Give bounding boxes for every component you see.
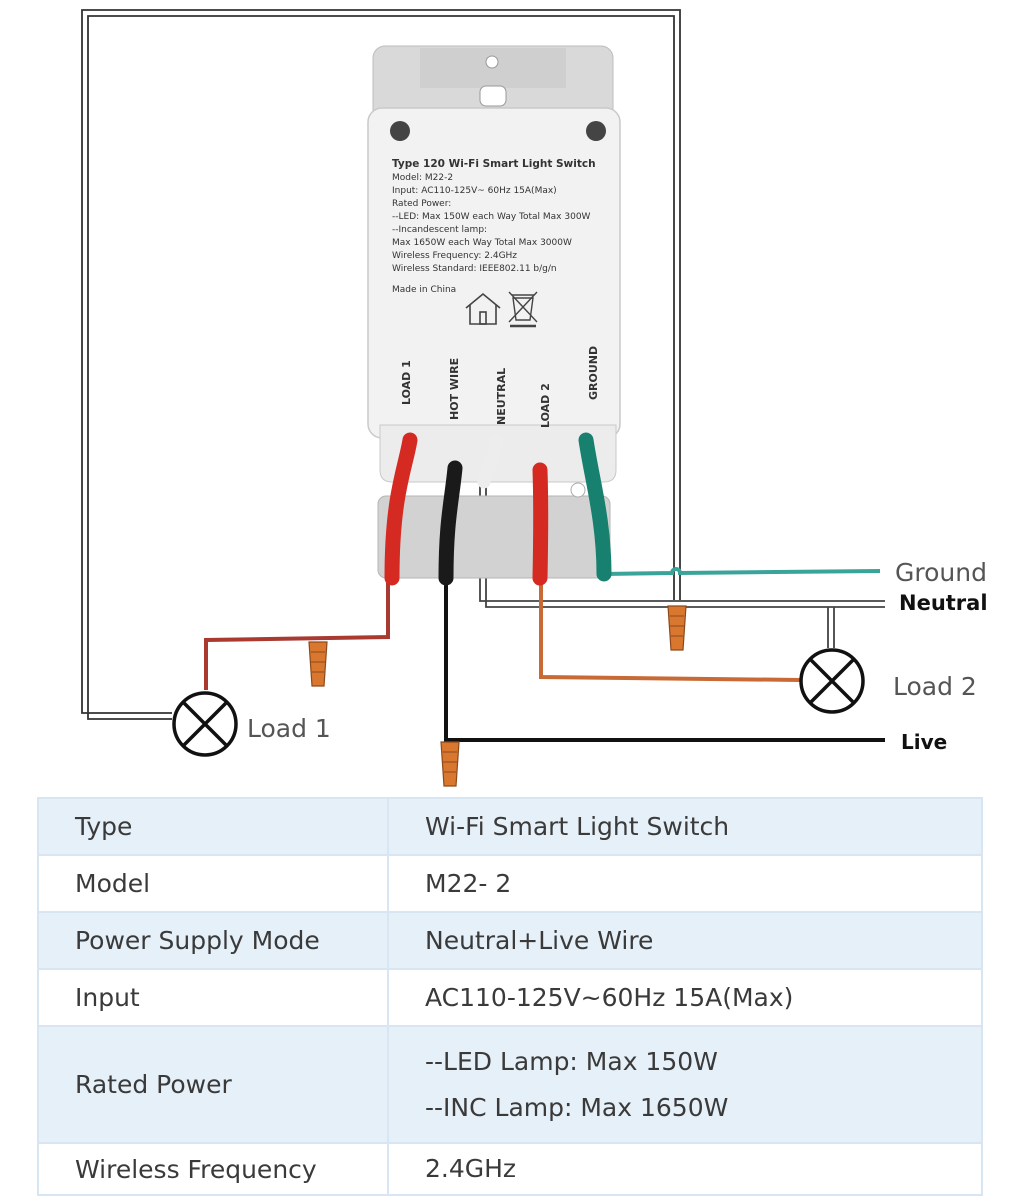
table-row: Type Wi-Fi Smart Light Switch xyxy=(37,797,983,856)
device-label-line: Input: AC110-125V~ 60Hz 15A(Max) xyxy=(392,186,557,196)
device-label-title: Type 120 Wi-Fi Smart Light Switch xyxy=(392,158,596,170)
ground-label: Ground xyxy=(895,558,987,587)
load1-label: Load 1 xyxy=(247,714,331,743)
load1-wire xyxy=(204,578,390,690)
terminal-load1-label: LOAD 1 xyxy=(400,360,413,405)
weee-bin-icon xyxy=(508,291,538,328)
live-wire xyxy=(444,578,885,742)
spec-label: Type xyxy=(37,797,389,856)
device-label-line: --LED: Max 150W each Way Total Max 300W xyxy=(392,212,591,222)
device-label-line: Wireless Frequency: 2.4GHz xyxy=(392,251,517,261)
spec-label: Rated Power xyxy=(37,1025,389,1144)
table-row: Wireless Frequency 2.4GHz xyxy=(37,1142,983,1196)
table-row: Model M22- 2 xyxy=(37,854,983,913)
spec-value: Wi-Fi Smart Light Switch xyxy=(387,797,983,856)
lead-ground xyxy=(578,432,612,582)
load1-lamp-icon xyxy=(172,691,238,757)
spec-table: Type Wi-Fi Smart Light Switch Model M22-… xyxy=(37,797,983,1196)
wiring-diagram: Ground Neutral Load 2 Live Load 1 Type 1… xyxy=(81,9,988,787)
terminal-hot-wire-label: HOT WIRE xyxy=(448,358,461,420)
wire-nut-load1 xyxy=(308,641,328,687)
lead-neutral xyxy=(477,433,504,489)
load1-return-wire xyxy=(81,9,681,720)
load2-label: Load 2 xyxy=(893,672,977,701)
device-label: Type 120 Wi-Fi Smart Light Switch Model:… xyxy=(392,158,596,328)
lead-load1 xyxy=(384,432,418,586)
spec-value: --LED Lamp: Max 150W --INC Lamp: Max 165… xyxy=(387,1025,983,1144)
load2-wire xyxy=(539,578,801,682)
live-label: Live xyxy=(901,730,947,754)
terminal-labels: LOAD 1 HOT WIRE NEUTRAL LOAD 2 GROUND xyxy=(400,346,600,428)
spec-label: Wireless Frequency xyxy=(37,1142,389,1196)
load2-lamp-icon xyxy=(799,648,865,714)
spec-value: 2.4GHz xyxy=(387,1142,983,1196)
lead-hot xyxy=(438,460,463,586)
table-row: Rated Power --LED Lamp: Max 150W --INC L… xyxy=(37,1025,983,1144)
wire-nut-neutral xyxy=(667,605,687,651)
terminal-load2-label: LOAD 2 xyxy=(539,383,552,428)
spec-value: Neutral+Live Wire xyxy=(387,911,983,970)
ground-wire xyxy=(603,567,881,576)
device-label-line: Max 1650W each Way Total Max 3000W xyxy=(392,238,572,248)
smart-switch-device xyxy=(367,45,621,579)
spec-value: M22- 2 xyxy=(387,854,983,913)
terminal-neutral-label: NEUTRAL xyxy=(495,368,508,425)
device-label-line: Model: M22-2 xyxy=(392,173,453,183)
made-in-label: Made in China xyxy=(392,285,456,295)
table-row: Input AC110-125V~60Hz 15A(Max) xyxy=(37,968,983,1027)
device-label-line: Wireless Standard: IEEE802.11 b/g/n xyxy=(392,264,557,274)
spec-label: Input xyxy=(37,968,389,1027)
lead-load2 xyxy=(532,462,549,586)
spec-value: AC110-125V~60Hz 15A(Max) xyxy=(387,968,983,1027)
device-label-line: Rated Power: xyxy=(392,199,451,209)
neutral-label: Neutral xyxy=(899,591,988,615)
device-label-line: --Incandescent lamp: xyxy=(392,225,487,235)
spec-label: Power Supply Mode xyxy=(37,911,389,970)
terminal-ground-label: GROUND xyxy=(587,346,600,400)
spec-label: Model xyxy=(37,854,389,913)
house-icon xyxy=(465,292,501,325)
wire-nut-live xyxy=(440,741,460,787)
table-row: Power Supply Mode Neutral+Live Wire xyxy=(37,911,983,970)
